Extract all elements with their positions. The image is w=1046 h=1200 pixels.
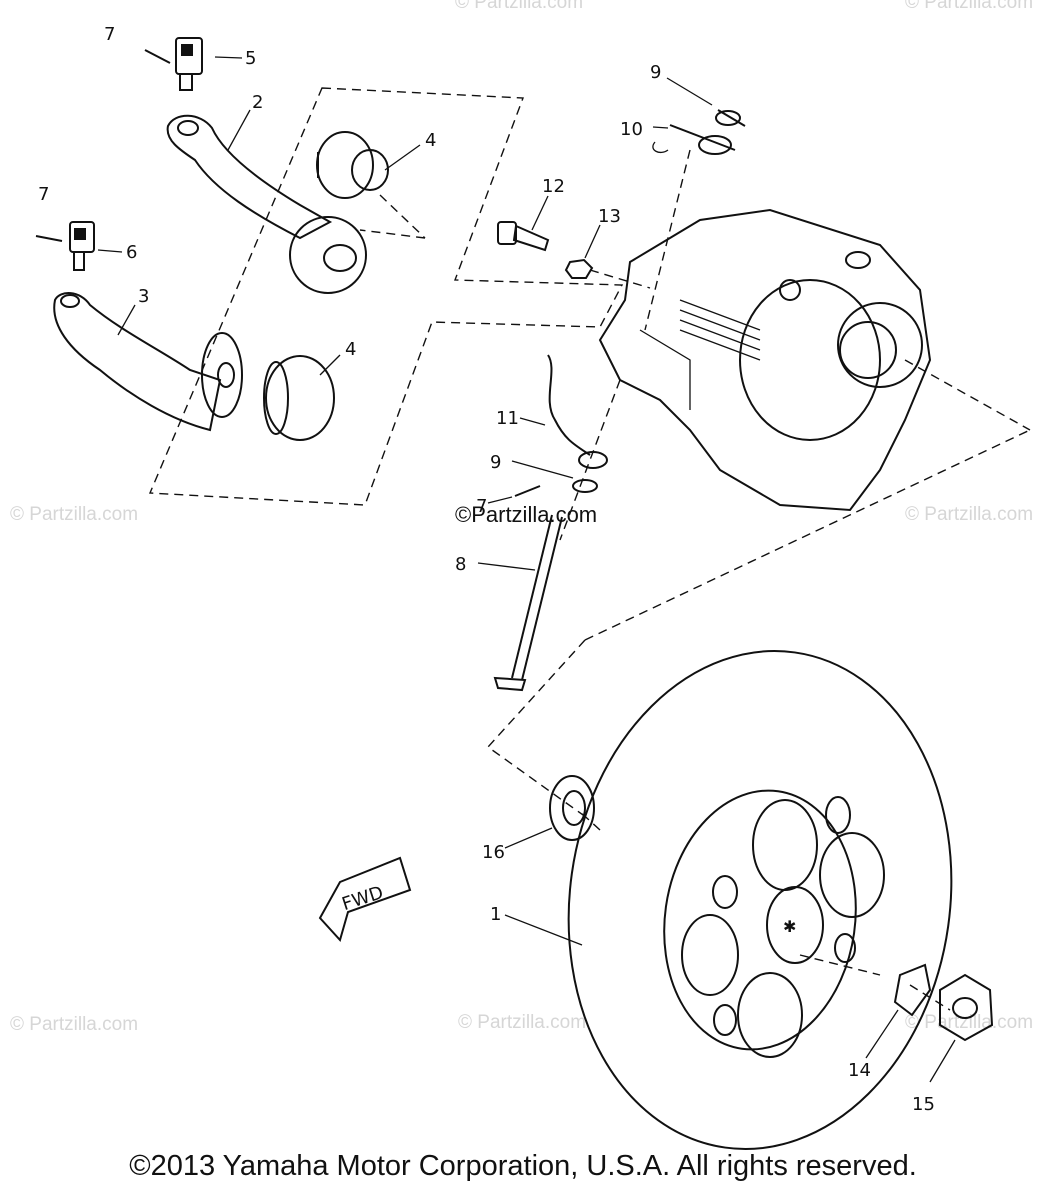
callout-4: 4 (425, 130, 436, 151)
pad-guide-line (379, 194, 426, 239)
callout-11: 11 (496, 408, 519, 429)
part-7-screw (144, 49, 171, 64)
callout-9: 9 (490, 452, 501, 473)
part-11-clip (578, 451, 608, 469)
callout-7: 7 (104, 24, 115, 45)
part-15-nut (939, 973, 994, 1042)
callout-7: 7 (38, 184, 49, 205)
callout-10: 10 (620, 119, 643, 140)
watermark: © Partzilla.com (455, 0, 583, 13)
washer-guide-line (577, 809, 601, 831)
callout-12: 12 (542, 176, 565, 197)
axle-guide-line (799, 954, 881, 976)
callout-14: 14 (848, 1060, 871, 1081)
caliper-group-box (486, 639, 591, 821)
part-1-brake-disc: ✱ (567, 650, 953, 1150)
part-10-clip (652, 124, 736, 155)
callout-15: 15 (912, 1094, 935, 1115)
part-5-clamp (175, 37, 203, 91)
callout-3: 3 (138, 286, 149, 307)
part-4-lower-pad (263, 355, 335, 441)
pin-guide-line (559, 379, 621, 541)
part-3-lower-arm (53, 292, 243, 432)
svg-text:✱: ✱ (783, 917, 796, 936)
caliper-body (598, 208, 932, 512)
fwd-label: FWD (339, 882, 385, 915)
copyright-notice: ©2013 Yamaha Motor Corporation, U.S.A. A… (129, 1150, 917, 1182)
part-13-nut (564, 258, 594, 279)
caliper-guide-line (904, 359, 1031, 431)
part-16-washer (549, 775, 595, 841)
caliper-guide-line (584, 429, 1031, 641)
callout-2: 2 (252, 92, 263, 113)
leader-lines (97, 56, 956, 1083)
callout-16: 16 (482, 842, 505, 863)
callout-1: 1 (490, 904, 501, 925)
part-9-lower-washer (572, 479, 598, 493)
upper-arm-group-box (148, 87, 624, 506)
part-7-screw (35, 235, 63, 242)
callout-4: 4 (345, 339, 356, 360)
part-12-bolt (497, 221, 550, 252)
part-6-clamp (69, 221, 95, 271)
callout-9: 9 (650, 62, 661, 83)
bolt-guide-line (589, 269, 651, 289)
watermark: © Partzilla.com (905, 0, 1033, 13)
watermark: © Partzilla.com (10, 1014, 138, 1035)
center-watermark: ©Partzilla.com (455, 502, 597, 527)
callout-8: 8 (455, 554, 466, 575)
part-4-upper-pad (316, 131, 389, 199)
callout-7: 7 (476, 496, 487, 517)
watermark: © Partzilla.com (905, 1012, 1033, 1033)
callout-6: 6 (126, 242, 137, 263)
part-11-wire (547, 354, 591, 456)
part-14-lock-washer (893, 963, 932, 1017)
part-9-washer (715, 109, 746, 127)
watermark: © Partzilla.com (905, 504, 1033, 525)
part-2-upper-arm (166, 114, 367, 294)
callout-5: 5 (245, 48, 256, 69)
fwd-arrow-icon: FWD (318, 856, 412, 943)
callout-13: 13 (598, 206, 621, 227)
pad-guide-line (359, 229, 426, 239)
watermark: © Partzilla.com (10, 504, 138, 525)
part-8-pin (493, 514, 563, 692)
watermark: © Partzilla.com (458, 1012, 586, 1033)
part-7-screw (514, 485, 541, 497)
